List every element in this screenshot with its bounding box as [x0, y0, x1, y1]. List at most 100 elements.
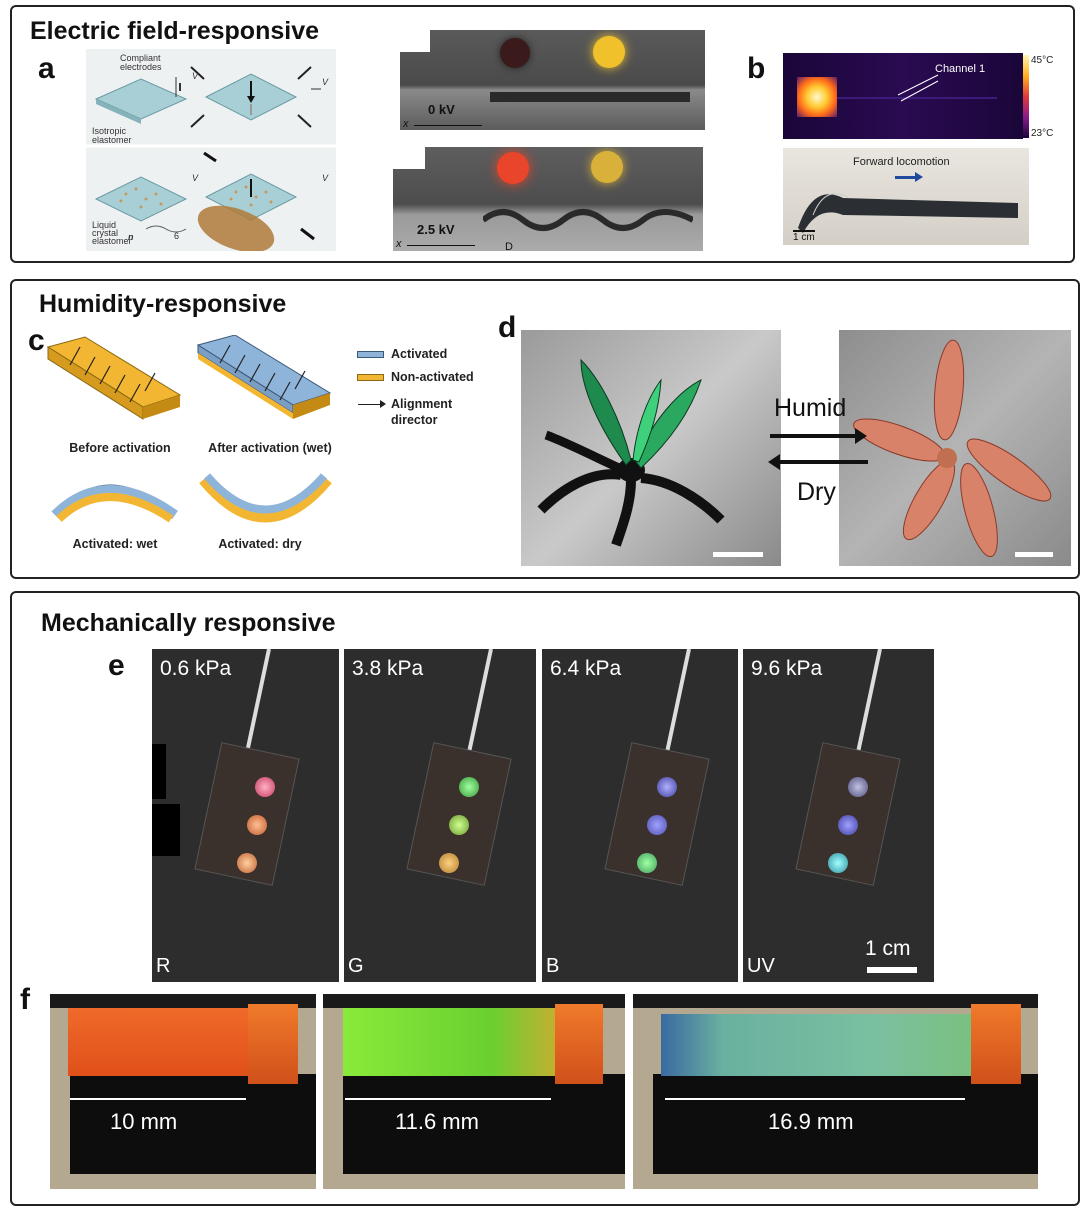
channel-label-1: R [156, 955, 171, 977]
director-n-label: n [128, 232, 134, 242]
dry-arrow-line [780, 460, 868, 464]
closed-flower [537, 358, 725, 547]
legend-arrow-line [358, 404, 380, 405]
caption-activated-wet: Activated: wet [72, 537, 158, 551]
yellow-dot-2 [591, 151, 623, 183]
flat-film [490, 92, 690, 102]
voltage-0-label: 0 kV [428, 102, 455, 117]
voltage-label-2: V [322, 77, 329, 87]
locomotion-photo: Forward locomotion 1 cm [783, 148, 1029, 245]
panel-a-photo-2kv: 2.5 kV x D [393, 147, 703, 251]
white-corner [400, 30, 430, 52]
open-flower [853, 339, 1052, 558]
scale-bar-d1 [713, 552, 763, 557]
length-arrow-3 [665, 1098, 965, 1100]
fiber-3 [664, 649, 691, 758]
left-black-block-2 [152, 804, 180, 856]
voltage-25-label: 2.5 kV [417, 222, 455, 237]
film-tab-1 [248, 1004, 298, 1084]
thermal-image: Channel 1 [783, 53, 1023, 139]
length-label-2: 11.6 mm [395, 1109, 479, 1134]
sensor-pad-4 [795, 742, 901, 886]
black-base-2 [343, 1074, 625, 1174]
humid-arrow-head [855, 428, 867, 444]
channel-label-3: B [546, 955, 560, 977]
panel-label-a: a [38, 52, 55, 85]
caption-before-activation: Before activation [69, 441, 171, 455]
sensor-pad-2 [406, 742, 512, 886]
temp-max-label: 45°C [1031, 55, 1054, 66]
dot-2a [459, 777, 479, 797]
mechanical-section-title: Mechanically responsive [41, 609, 336, 637]
x-arrow-1 [414, 125, 482, 126]
x-arrow-2 [407, 245, 475, 246]
dot-2b [449, 815, 469, 835]
d-label: D [505, 241, 513, 251]
forward-locomotion-label: Forward locomotion [853, 156, 950, 168]
length-arrow-2 [345, 1098, 551, 1100]
length-label-1: 10 mm [110, 1109, 178, 1134]
channel-label-4: UV [747, 955, 775, 977]
pressure-label-2: 3.8 kPa [352, 657, 424, 680]
film-tab-3 [971, 1004, 1021, 1084]
dot-1c [237, 853, 257, 873]
black-base-1 [70, 1074, 316, 1174]
film-1 [68, 1008, 248, 1076]
clamp-top-2 [323, 994, 625, 1008]
panel-label-e: e [108, 649, 125, 682]
liquid-crystal-elastomer-label: Liquid crystal elastomer [92, 220, 132, 246]
caption-after-activation: After activation (wet) [208, 441, 332, 455]
elastomer-schematic-figure [86, 66, 336, 253]
black-base-3 [653, 1074, 1038, 1174]
flower-closed-photo [521, 330, 781, 566]
channel-label-2: G [348, 955, 364, 977]
voltage-label-1: V [192, 71, 199, 81]
legend-activated: Activated [391, 347, 448, 361]
temperature-colorbar [1023, 55, 1029, 138]
pressure-frame-2: 3.8 kPa G [344, 649, 536, 982]
channel-pointer-arrows [897, 74, 939, 102]
dot-4c [828, 853, 848, 873]
dry-label: Dry [797, 478, 836, 506]
panel-label-b: b [747, 52, 766, 85]
pressure-frame-4: 9.6 kPa UV 1 cm [743, 649, 934, 982]
pressure-frame-3: 6.4 kPa B [542, 649, 738, 982]
stretch-frame-2: 11.6 mm [323, 994, 625, 1189]
dot-3b [647, 815, 667, 835]
fiber-2 [466, 649, 493, 758]
stretch-frame-3: 16.9 mm [633, 994, 1038, 1189]
legend-swatch-activated [357, 351, 384, 358]
heating-element [797, 77, 837, 117]
pressure-label-4: 9.6 kPa [751, 657, 823, 680]
panel-a-photo-0kv: 0 kV x [400, 30, 705, 130]
x-axis-label-1: x [403, 118, 409, 130]
voltage-label-3: V [192, 173, 199, 183]
humidity-section-title: Humidity-responsive [39, 290, 287, 318]
dot-2c [439, 853, 459, 873]
scale-label-e: 1 cm [865, 937, 911, 960]
humid-arrow-line [770, 434, 856, 438]
dot-1a [255, 777, 275, 797]
fiber-1 [244, 649, 271, 758]
pressure-label-3: 6.4 kPa [550, 657, 622, 680]
dark-dot [500, 38, 530, 68]
channel-1-label: Channel 1 [935, 63, 986, 75]
scale-bar-b [793, 230, 815, 232]
pressure-label-1: 0.6 kPa [160, 657, 232, 680]
legend-non-activated: Non-activated [391, 370, 474, 384]
channel-line [837, 97, 997, 99]
yellow-dot [593, 36, 625, 68]
panel-label-c: c [28, 324, 45, 357]
compliant-electrodes-label: Compliant electrodes [120, 53, 162, 72]
caption-activated-dry: Activated: dry [218, 537, 302, 551]
panel-a-schematic: Compliant electrodes Isotropic elastomer… [86, 49, 336, 253]
dot-3a [657, 777, 677, 797]
pressure-frame-1: 0.6 kPa R [152, 649, 339, 982]
molecule-six-label: 6 [174, 231, 180, 241]
panel-label-d: d [498, 311, 517, 344]
humid-label: Humid [774, 394, 847, 422]
legend-alignment-director: Alignment director [391, 397, 453, 427]
dot-4b [838, 815, 858, 835]
scale-bar-d2 [1015, 552, 1053, 557]
red-dot [497, 152, 529, 184]
